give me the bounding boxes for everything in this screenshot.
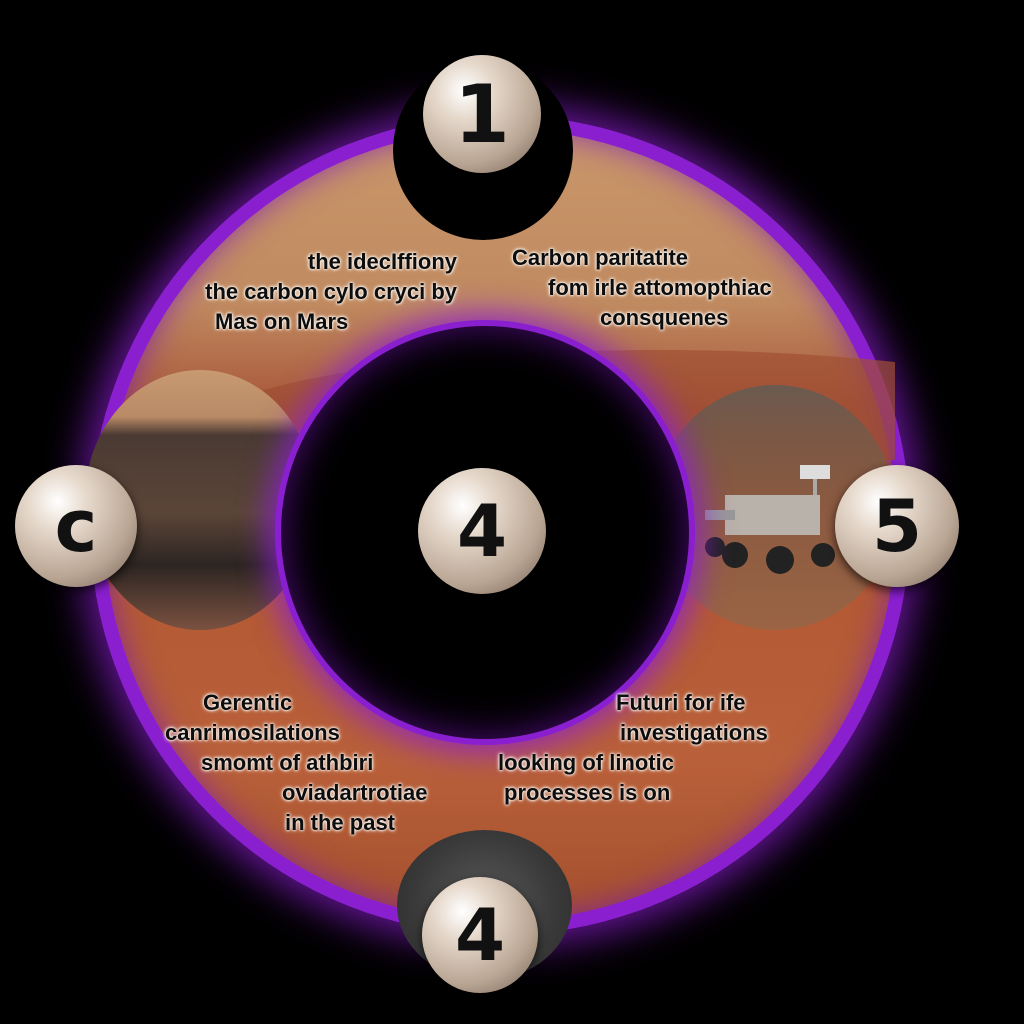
label-line: the idecIffiony (307, 249, 457, 274)
label-line: looking of linotic (498, 750, 674, 775)
label-bottom-left: Gerentic canrimosilations smomt of athbi… (165, 688, 455, 838)
marker-right[interactable]: 5 (835, 465, 959, 587)
label-line: oviadartrotiae (282, 780, 428, 805)
label-line: fom irle attomopthiac (548, 275, 772, 300)
label-top-right: Carbon paritatite fom irle attomopthiac … (512, 243, 782, 333)
label-line: canrimosilations (165, 720, 340, 745)
label-top-left: the idecIffiony the carbon cylo cryci by… (185, 247, 457, 337)
marker-top[interactable]: 1 (423, 55, 541, 173)
label-line: Futuri for ife (616, 690, 746, 715)
marker-center[interactable]: 4 (418, 468, 546, 594)
label-line: Mas on Mars (215, 309, 349, 334)
label-line: the carbon cylo cryci by (205, 279, 457, 304)
marker-left[interactable]: c (15, 465, 137, 587)
label-bottom-right: Futuri for ife investigations looking of… (498, 688, 808, 808)
label-line: Gerentic (203, 690, 293, 715)
label-line: in the past (285, 810, 396, 835)
label-line: Carbon paritatite (512, 245, 689, 270)
rover-icon (705, 465, 835, 574)
label-line: smomt of athbiri (201, 750, 374, 775)
label-line: processes is on (504, 780, 671, 805)
marker-bottom[interactable]: 4 (422, 877, 538, 993)
label-line: consquenes (600, 305, 729, 330)
label-line: investigations (620, 720, 768, 745)
